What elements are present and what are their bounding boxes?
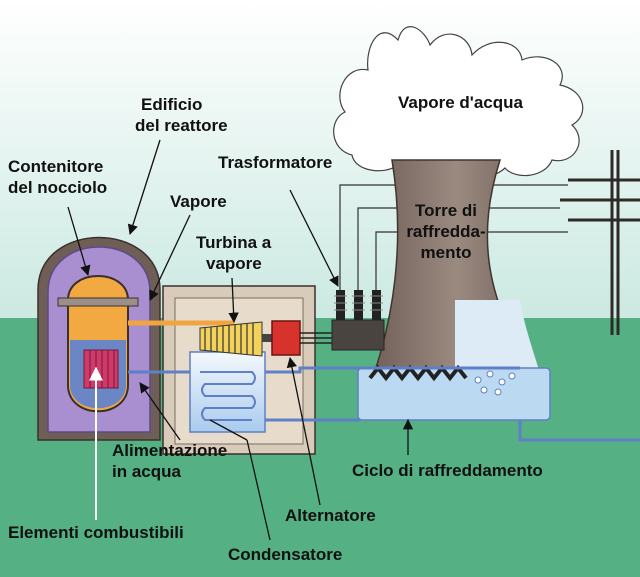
transformer [331,319,385,351]
label-vapore: Vapore [170,191,227,212]
label-trasformatore: Trasformatore [218,152,332,173]
turbine-shaft [262,334,272,342]
label-torre-line2: raffredda- [406,222,486,241]
vessel-flange [57,297,139,307]
pointer-arrows [67,139,414,541]
label-ciclo: Ciclo di raffreddamento [352,460,543,481]
condenser-coil [200,371,256,421]
bus-bars [300,332,332,344]
turbine-blades [204,323,254,355]
label-torre-line1: Torre di [414,201,478,220]
label-trasformatore-text: Trasformatore [218,153,333,172]
label-alternatore: Alternatore [285,505,376,526]
label-contenitore-line1: Contenitore [8,157,104,176]
label-vapore-acqua-text: Vapore d'acqua [398,93,523,112]
label-turbina-line2: vapore [206,254,262,273]
insulator-rings [334,295,383,311]
label-alternatore-text: Alternatore [285,506,376,525]
label-alimentazione-line2: in acqua [112,462,181,481]
label-edificio-line1: Edificio [141,95,203,114]
label-condensatore-text: Condensatore [228,545,343,564]
label-elementi-text: Elementi combustibili [8,523,184,542]
label-contenitore-line2: del nocciolo [8,178,108,197]
transformer-insulators [336,290,381,320]
label-alimentazione-line1: Alimentazione [112,441,228,460]
label-ciclo-text: Ciclo di raffreddamento [352,461,543,480]
label-turbina: Turbina a vapore [196,232,271,274]
label-vapore-acqua: Vapore d'acqua [398,92,523,113]
label-contenitore: Contenitore del nocciolo [8,156,107,198]
label-turbina-line1: Turbina a [196,233,272,252]
label-condensatore: Condensatore [228,544,342,565]
basin-outflow-pipe [518,420,640,442]
fuel-elements [83,349,119,389]
alternator [271,320,301,356]
label-vapore-text: Vapore [170,192,227,211]
label-torre-line3: mento [420,243,472,262]
cooling-loop-pipe [265,366,520,374]
water-droplets [474,370,516,396]
label-alimentazione: Alimentazione in acqua [112,440,227,482]
cooling-coils [368,364,468,382]
label-elementi: Elementi combustibili [8,522,184,543]
label-edificio-line2: del reattore [135,116,228,135]
transmission-tower [560,150,640,335]
label-torre: Torre di raffredda- mento [402,200,490,263]
label-edificio: Edificio del reattore [135,94,228,136]
